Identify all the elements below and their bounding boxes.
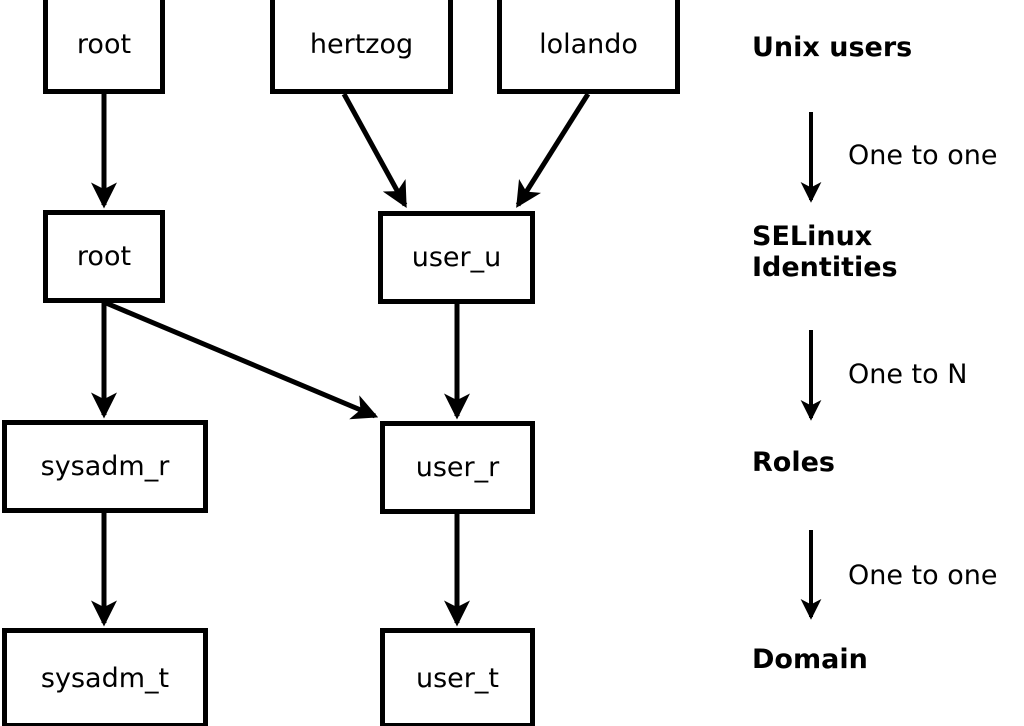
legend-level-unix-users: Unix users bbox=[752, 32, 912, 63]
node-role-sysadm-r[interactable]: sysadm_r bbox=[2, 420, 208, 513]
node-selinux-identity-user-u[interactable]: user_u bbox=[378, 211, 535, 304]
node-domain-sysadm-t[interactable]: sysadm_t bbox=[2, 628, 208, 726]
node-label: hertzog bbox=[309, 28, 414, 60]
edge-hertzog-to-user-u bbox=[341, 92, 408, 209]
node-label: root bbox=[76, 28, 132, 60]
node-label: user_t bbox=[416, 662, 499, 694]
legend-level-label-line-2: Identities bbox=[752, 252, 898, 283]
node-label: sysadm_t bbox=[40, 662, 170, 694]
node-label: user_u bbox=[411, 242, 502, 273]
legend-level-label: Domain bbox=[752, 644, 868, 675]
node-label: user_r bbox=[415, 452, 500, 483]
node-unix-user-hertzog[interactable]: hertzog bbox=[270, 0, 453, 94]
legend-relation-one-to-one-bottom: One to one bbox=[848, 560, 998, 591]
node-label: root bbox=[76, 241, 132, 272]
legend-relation-one-to-n: One to N bbox=[848, 359, 968, 390]
node-label: lolando bbox=[539, 28, 638, 60]
node-role-user-r[interactable]: user_r bbox=[380, 421, 535, 514]
node-unix-user-lolando[interactable]: lolando bbox=[497, 0, 680, 94]
legend-level-roles: Roles bbox=[752, 447, 835, 478]
node-selinux-identity-root[interactable]: root bbox=[43, 210, 165, 303]
legend-level-label: Unix users bbox=[752, 32, 913, 63]
legend-level-domain: Domain bbox=[752, 644, 868, 675]
legend-level-label: Roles bbox=[752, 447, 835, 478]
edge-lolando-to-user-u bbox=[515, 92, 591, 208]
legend-level-label-line-1: SELinux bbox=[752, 221, 873, 252]
legend-level-selinux-identities: SELinux Identities bbox=[752, 221, 898, 283]
node-label: sysadm_r bbox=[40, 451, 170, 482]
legend-relation-one-to-one-top: One to one bbox=[848, 140, 998, 171]
node-domain-user-t[interactable]: user_t bbox=[380, 628, 535, 726]
edge-sel-root-to-user-r bbox=[105, 300, 379, 420]
node-unix-user-root[interactable]: root bbox=[43, 0, 165, 94]
